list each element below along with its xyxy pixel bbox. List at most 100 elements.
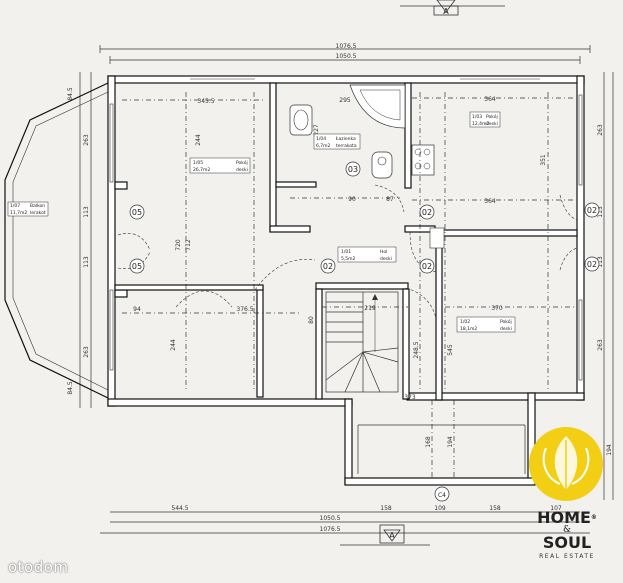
- dim-right-113-b: 113: [597, 256, 604, 268]
- dim-bath: 295: [339, 97, 351, 104]
- dim-bottom-mid3: 158: [489, 505, 501, 512]
- bottom-dimensions: 544.5 158 109 158 107 1050.5 1076.5 A: [100, 505, 590, 546]
- top-dimensions: 1076.5 1050.5: [99, 43, 591, 64]
- room-area: 5,5m2: [341, 256, 356, 262]
- dim-stair: 219: [364, 305, 376, 312]
- dim-right-113-a: 113: [597, 206, 604, 218]
- door-tags: 05 05 03 02 02 02 02 02 C4: [129, 161, 600, 502]
- dim-bottom-mid1: 158: [380, 505, 392, 512]
- room-label-hall: 1/01 Hol 5,5m2 deski: [337, 246, 397, 263]
- room-name: Hol: [380, 249, 387, 255]
- room-code: 1/03: [472, 114, 482, 120]
- room-floor: deski: [500, 326, 512, 332]
- dim-351: 351: [540, 154, 547, 166]
- dim-lower-right: 370: [491, 305, 503, 312]
- dim-168: 168: [425, 436, 432, 448]
- dim-right-194: 194: [606, 444, 613, 456]
- room-area: 26,7m2: [193, 167, 210, 173]
- dim-bottom-total: 1076.5: [320, 526, 341, 533]
- home-and-soul-logo-mark: [529, 427, 603, 501]
- tag-02-c: 02: [422, 262, 432, 271]
- dim-left-263-top: 263: [83, 134, 90, 146]
- section-marker-top: A: [400, 0, 505, 16]
- tag-02-a: 02: [422, 208, 432, 217]
- balcony-bay: [4, 82, 109, 399]
- dim-left-113-a: 113: [83, 206, 90, 218]
- dim-right-263-bot: 263: [597, 339, 604, 351]
- room-code: 1/04: [316, 136, 326, 142]
- right-dimensions: 263 113 113 263 194: [597, 72, 614, 500]
- tag-05-a: 05: [132, 208, 142, 217]
- left-dimensions: 84.5 263 113 113 263 84.5: [67, 72, 92, 408]
- dim-bottom-inner: 1050.5: [320, 515, 341, 522]
- section-label-bottom: A: [389, 531, 395, 540]
- dim-720: 720: [175, 239, 182, 251]
- room-code: 1/01: [341, 249, 351, 255]
- interior-dimensions: 345.5 364 364 376.5 219 370 295 94 90 87…: [133, 96, 547, 448]
- room-label-bedroom-left: 1/05 Pokój 26,7m2 deski: [189, 157, 251, 174]
- brand-ampersand: &: [562, 525, 571, 535]
- dimension-guides: [122, 92, 575, 478]
- room-floor: deski: [486, 121, 498, 127]
- room-name: Pokój: [486, 113, 498, 120]
- dim-room-left: 345.5: [197, 98, 214, 105]
- dim-80: 80: [308, 316, 315, 324]
- room-area: 18,1m2: [460, 326, 477, 332]
- brand-wordmark: HOME® & SOUL REAL ESTATE: [522, 426, 612, 561]
- brand-registered-mark: ®: [590, 514, 597, 521]
- tag-03: 03: [348, 165, 358, 174]
- tag-02-d: 02: [587, 206, 597, 215]
- bathtub: [349, 84, 406, 129]
- tag-axis-c4: C4: [438, 492, 446, 499]
- dim-545: 545: [447, 344, 454, 356]
- room-name: Pokój: [236, 159, 248, 166]
- dim-712: 712: [185, 239, 192, 251]
- bathroom-fixtures: [289, 84, 445, 249]
- tag-02-b: 02: [323, 262, 333, 271]
- room-name: Łazienka: [335, 136, 356, 142]
- dim-194: 194: [447, 436, 454, 448]
- room-label-bathroom: 1/04 Łazienka 6,7m2 terrakota: [313, 133, 361, 150]
- tag-05-b: 05: [132, 262, 142, 271]
- dim-left-263-bot: 263: [83, 346, 90, 358]
- washbasin: [289, 104, 313, 136]
- room-area: 6,7m2: [316, 143, 331, 149]
- dim-bottom-left: 544.5: [171, 505, 188, 512]
- room-code: 1/07: [10, 203, 20, 209]
- room-code: 1/02: [460, 319, 470, 325]
- brand-home: HOME: [537, 508, 591, 527]
- room-area: 11,7m2: [10, 210, 27, 216]
- room-label-bedroom-top-right: 1/03 Pokój 12,4m2 deski: [469, 111, 501, 128]
- room-area: 12,4m2: [472, 121, 489, 127]
- dim-left-84-bot: 84.5: [67, 381, 74, 395]
- dim-248-5: 248.5: [413, 341, 420, 358]
- dim-left-113-b: 113: [83, 256, 90, 268]
- dim-top-inner: 1050.5: [336, 53, 357, 60]
- dim-244-b: 244: [170, 339, 177, 351]
- room-floor: lerakot: [30, 210, 46, 216]
- dim-90: 90: [348, 196, 356, 203]
- dim-bottom-right: 107: [550, 505, 562, 512]
- dim-left-84-top: 84.5: [67, 87, 74, 101]
- brand-real-estate: REAL ESTATE: [539, 553, 595, 560]
- room-floor: deski: [236, 167, 248, 173]
- room-name: Balkon: [30, 203, 45, 209]
- tag-02-e: 02: [587, 260, 597, 269]
- brand-soul: SOUL: [542, 533, 592, 552]
- dim-room-right: 364: [484, 96, 496, 103]
- dim-94: 94: [133, 306, 141, 313]
- dim-right-263-top: 263: [597, 124, 604, 136]
- section-label-top: A: [443, 7, 449, 16]
- otodom-watermark: otodom: [8, 558, 69, 576]
- door-swings: [117, 184, 578, 319]
- boiler: [411, 144, 435, 176]
- dim-373: 373: [404, 394, 416, 401]
- room-code: 1/05: [193, 160, 203, 166]
- room-floor: deski: [380, 256, 392, 262]
- room-name: Pokój: [500, 318, 512, 325]
- dim-87: 87: [386, 196, 394, 203]
- dim-corridor: 376.5: [236, 306, 253, 313]
- room-label-bedroom-lower-right: 1/02 Pokój 18,1m2 deski: [456, 316, 516, 333]
